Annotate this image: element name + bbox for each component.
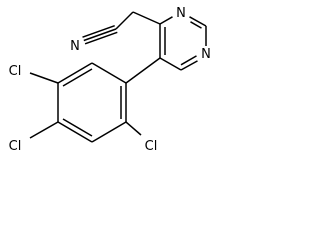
triple-bond-2 xyxy=(84,31,118,45)
chemical-structure: N N N Cl Cl Cl xyxy=(9,6,211,154)
bond-c2-c3 xyxy=(91,121,127,143)
bond-c4-cl xyxy=(29,121,59,139)
bond-n1-c6 xyxy=(180,60,198,71)
bond-c4-n3 xyxy=(159,16,173,25)
bond-c2-cl xyxy=(125,121,142,136)
bond-c4-ch2 xyxy=(132,11,161,25)
bond-c3-c4 xyxy=(57,121,93,143)
atom-label-cl-lower-left: Cl xyxy=(9,139,22,154)
bond-n1-c6-inner xyxy=(180,55,197,66)
bond-c5-c6 xyxy=(57,62,93,84)
pyrimidine-ring xyxy=(159,16,207,71)
bond-n3-c2-inner xyxy=(190,21,202,29)
bond-c5-c6-inner xyxy=(62,68,93,87)
bond-c3-c4-inner xyxy=(62,118,93,137)
trichlorophenyl-ring xyxy=(57,62,127,143)
cyanomethyl-group xyxy=(82,11,161,45)
bond-c5-c1prime xyxy=(125,57,161,84)
atom-label-nitrile-n: N xyxy=(70,39,80,54)
atom-label-ring-n-bottom: N xyxy=(201,47,211,62)
bond-n3-c2 xyxy=(189,16,207,27)
triple-bond-3 xyxy=(82,24,115,38)
atom-label-cl-ortho: Cl xyxy=(145,139,158,154)
bond-ch2-cn xyxy=(115,11,134,30)
bond-c6-c1 xyxy=(91,62,127,84)
bond-c5-cl xyxy=(29,72,59,84)
atom-label-cl-upper-left: Cl xyxy=(9,64,22,79)
bond-c6-c5 xyxy=(159,57,182,71)
triple-bond-1 xyxy=(83,28,117,42)
atom-label-ring-n-top: N xyxy=(176,6,186,21)
